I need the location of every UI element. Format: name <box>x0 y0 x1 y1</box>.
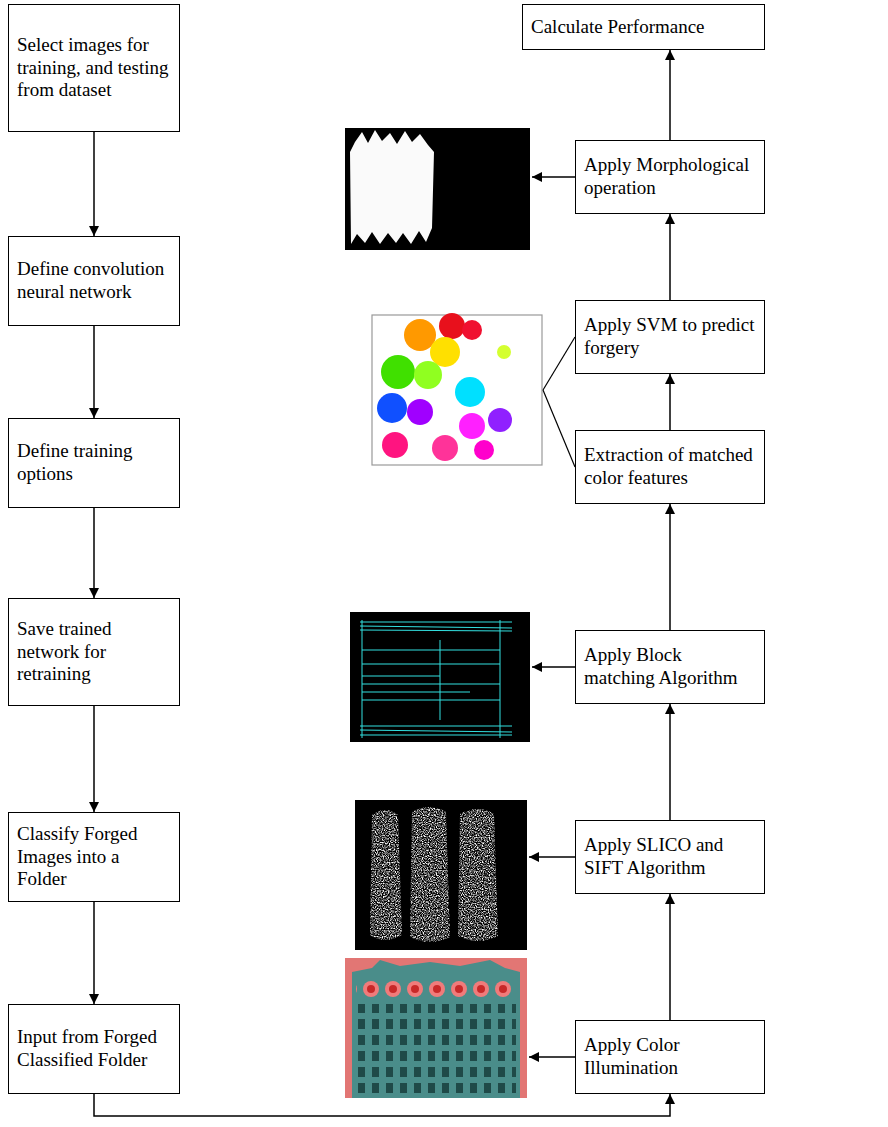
process-box: Extraction of matched color features <box>575 430 765 504</box>
superpixel <box>462 320 482 340</box>
process-box: Select images for training, and testing … <box>8 4 180 132</box>
flow-arrow <box>93 902 95 1004</box>
block-matching-image <box>350 612 575 742</box>
image-arrow <box>529 856 575 858</box>
superpixel <box>381 355 415 389</box>
superpixel <box>488 408 512 432</box>
superpixel <box>497 345 511 359</box>
box-label: Save trained network for retraining <box>17 618 171 686</box>
flow-arrow <box>669 50 671 140</box>
box-label: Apply SVM to predict forgery <box>584 314 756 360</box>
flow-arrow <box>669 374 671 430</box>
superpixel <box>455 377 485 407</box>
superpixel-image <box>372 313 575 467</box>
process-box: Calculate Performance <box>522 4 765 50</box>
mask-image <box>345 128 575 250</box>
flow-arrow <box>669 504 671 630</box>
flow-arrow <box>94 1094 670 1116</box>
superpixel <box>407 399 433 425</box>
box-label: Input from Forged Classified Folder <box>17 1026 171 1072</box>
box-label: Define convolution neural network <box>17 258 171 304</box>
superpixel <box>474 440 494 460</box>
superpixel <box>377 393 407 423</box>
windows <box>356 1004 516 1094</box>
process-box: Apply Morphological operation <box>575 140 765 214</box>
process-box: Save trained network for retraining <box>8 598 180 706</box>
image-arrow <box>532 176 575 178</box>
flow-arrow <box>93 706 95 812</box>
superpixel <box>439 313 465 339</box>
slico-speckle <box>360 800 510 950</box>
flow-arrow <box>93 326 95 418</box>
leader-line <box>543 337 575 390</box>
flow-arrow <box>93 132 95 236</box>
round-windows <box>356 978 516 1000</box>
box-label: Apply SLICO and SIFT Algorithm <box>584 834 756 880</box>
superpixel <box>382 432 408 458</box>
box-label: Apply Color Illumination <box>584 1034 756 1080</box>
box-label: Define training options <box>17 440 171 486</box>
flow-arrow <box>93 508 95 598</box>
building <box>352 960 520 1098</box>
slico-image <box>355 800 575 950</box>
slico-ground <box>355 800 527 950</box>
box-label: Apply Block matching Algorithm <box>584 644 756 690</box>
process-box: Apply SLICO and SIFT Algorithm <box>575 820 765 894</box>
block-ground <box>350 612 530 742</box>
process-box: Apply SVM to predict forgery <box>575 300 765 374</box>
superpixel <box>430 337 460 367</box>
process-box: Apply Block matching Algorithm <box>575 630 765 704</box>
box-label: Extraction of matched color features <box>584 444 756 490</box>
match-lines <box>360 620 512 738</box>
process-box: Input from Forged Classified Folder <box>8 1004 180 1094</box>
superpixel <box>459 413 485 439</box>
mask-ground <box>345 128 530 250</box>
illumination-image <box>345 958 575 1098</box>
illumination-ground <box>345 958 527 1098</box>
box-label: Apply Morphological operation <box>584 154 756 200</box>
process-box: Define convolution neural network <box>8 236 180 326</box>
box-label: Calculate Performance <box>531 16 756 39</box>
box-label: Select images for training, and testing … <box>17 34 171 102</box>
flow-arrow <box>669 704 671 820</box>
process-box: Classify Forged Images into a Folder <box>8 812 180 902</box>
mask-region <box>350 130 434 244</box>
process-box: Apply Color Illumination <box>575 1020 765 1094</box>
process-box: Define training options <box>8 418 180 508</box>
superpixel <box>432 435 458 461</box>
image-arrow <box>532 666 575 668</box>
flow-arrow <box>669 214 671 300</box>
superpixel <box>414 361 442 389</box>
flow-arrow <box>669 894 671 1020</box>
leader-line <box>543 390 575 467</box>
image-arrow <box>529 1056 575 1058</box>
box-label: Classify Forged Images into a Folder <box>17 823 171 891</box>
